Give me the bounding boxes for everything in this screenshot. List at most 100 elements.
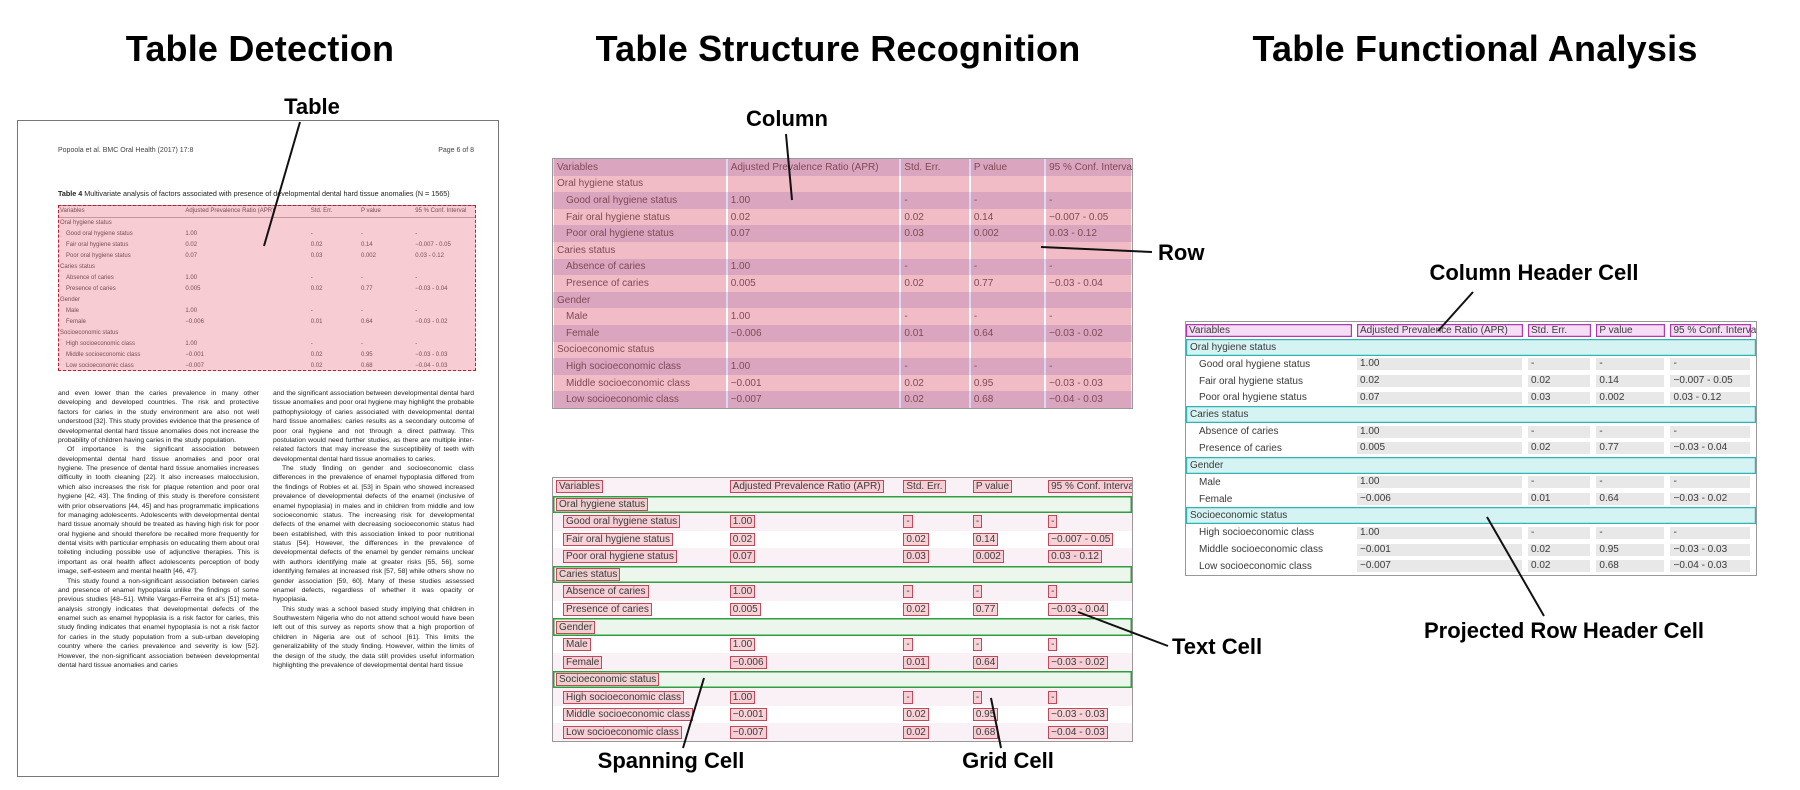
value-text: 1.00 [729, 585, 756, 599]
table-caption-text: Multivariate analysis of factors associa… [84, 189, 450, 198]
value-text: - [1596, 526, 1665, 539]
row-label-cell: Fair oral hygiene status [553, 209, 727, 226]
value-text: - [1528, 358, 1591, 371]
table-caption-label: Table 4 [58, 189, 83, 198]
row-label-text: Low socioeconomic class [563, 725, 682, 739]
value-cell: −0.03 - 0.03 [1045, 706, 1132, 724]
value-text: 0.07 [729, 550, 756, 564]
column-header-cell: 95 % Conf. Interval [1045, 159, 1132, 176]
value-cell: 0.03 - 0.12 [1045, 548, 1132, 566]
value-cell: - [1528, 423, 1596, 440]
value-cell: - [1670, 524, 1756, 541]
row-label-text: Good oral hygiene status [66, 231, 133, 238]
section-label-text: Socioeconomic status [60, 329, 119, 336]
row-label-cell: Good oral hygiene status [553, 513, 727, 531]
value-cell: −0.001 [727, 375, 901, 392]
value-cell: - [309, 229, 359, 240]
value-cell: 0.002 [970, 548, 1045, 566]
panel-title-structure-recognition: Table Structure Recognition [595, 28, 1081, 69]
row-label-cell: Good oral hygiene status [58, 229, 183, 240]
column-header-cell: Std. Err. [900, 159, 969, 176]
section-label-text: Oral hygiene status [556, 497, 649, 511]
value-text: 0.68 [360, 362, 373, 369]
value-text: 0.68 [973, 394, 994, 406]
value-text: 0.14 [1596, 375, 1665, 387]
value-text: 0.07 [185, 253, 198, 260]
value-cell: - [1045, 688, 1132, 706]
value-cell: 0.005 [1357, 440, 1528, 457]
value-cell: 0.002 [1596, 389, 1670, 406]
section-row: Oral hygiene status [1186, 338, 1756, 356]
row-label-cell: Middle socioeconomic class [58, 349, 183, 360]
section-row: Socioeconomic status [553, 670, 1132, 689]
section-label-text: Gender [1190, 459, 1224, 471]
value-cell: −0.006 [183, 316, 308, 327]
callout-column: Column [746, 106, 828, 131]
value-text: - [904, 194, 908, 206]
value-cell: - [1670, 423, 1756, 440]
value-text: - [310, 340, 313, 347]
row-label-text: Good oral hygiene status [563, 515, 681, 529]
value-text: 0.07 [730, 228, 751, 240]
value-cell: 0.64 [359, 316, 413, 327]
value-cell: 0.01 [309, 316, 359, 327]
row-label-text: Middle socioeconomic class [1199, 544, 1323, 556]
body-paragraph: This study was a school based study impl… [273, 605, 474, 669]
value-cell: 1.00 [183, 273, 308, 284]
row-label-cell: Poor oral hygiene status [553, 548, 727, 566]
value-cell: 0.07 [183, 251, 308, 262]
value-text: 0.77 [360, 286, 373, 293]
row-label-cell: High socioeconomic class [553, 358, 727, 375]
row-label-cell: Presence of caries [553, 601, 727, 619]
value-cell: - [970, 583, 1045, 601]
value-cell: −0.03 - 0.03 [413, 349, 476, 360]
row-label-cell: Male [58, 305, 183, 316]
section-label-cell: Oral hygiene status [553, 496, 1132, 514]
value-cell: 0.14 [1596, 373, 1670, 390]
value-cell: - [900, 308, 969, 325]
value-text: - [415, 307, 418, 314]
value-text: - [1670, 425, 1750, 438]
value-cell: 0.95 [359, 349, 413, 360]
value-text: −0.03 - 0.04 [1670, 442, 1750, 455]
value-text: 0.03 [1528, 391, 1591, 404]
value-cell: - [900, 583, 969, 601]
value-cell: 0.005 [727, 275, 901, 292]
value-text: - [1596, 358, 1665, 371]
column-header-text: Std. Err. [1528, 323, 1592, 337]
section-row: Oral hygiene status [58, 218, 476, 229]
value-cell: - [413, 305, 476, 316]
row-label-cell: Low socioeconomic class [58, 360, 183, 371]
row-label-text: Absence of caries [566, 261, 646, 273]
value-text: −0.03 - 0.04 [415, 286, 448, 293]
column-header-cell: Std. Err. [1528, 322, 1596, 339]
section-row: Socioeconomic status [553, 342, 1132, 359]
value-cell: 0.02 [900, 601, 969, 619]
row-label-cell: Low socioeconomic class [553, 391, 727, 408]
value-cell: 0.95 [970, 706, 1045, 724]
document-page-header: Popoola et al. BMC Oral Health (2017) 17… [58, 147, 474, 154]
row-label-text: Absence of caries [563, 585, 649, 599]
value-cell: 0.02 [309, 360, 359, 371]
section-row: Caries status [1186, 406, 1756, 424]
value-cell: −0.03 - 0.04 [1670, 440, 1756, 457]
section-label-text: Gender [60, 296, 81, 303]
value-cell: −0.04 - 0.03 [413, 360, 476, 371]
column-header-cell: Std. Err. [900, 478, 969, 496]
column-header-text: Variables [557, 161, 598, 173]
value-text: 0.64 [360, 318, 373, 325]
value-cell: 1.00 [183, 229, 308, 240]
row-label-text: Female [66, 318, 87, 325]
